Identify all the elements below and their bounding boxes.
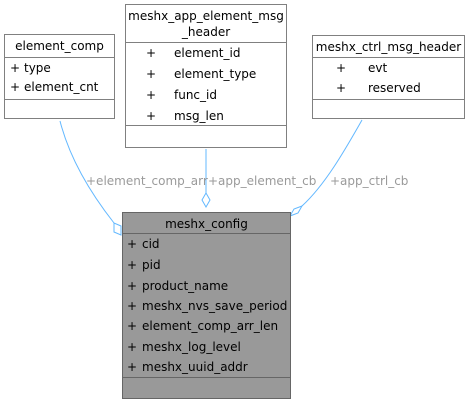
member-visibility: + [127, 258, 137, 272]
member-visibility: + [127, 279, 137, 293]
class-title: meshx_config [165, 217, 248, 231]
member-name: evt [368, 61, 387, 75]
edge-element-comp-arr [59, 120, 115, 224]
member-name: product_name [142, 279, 228, 293]
member-visibility: + [10, 80, 20, 94]
class-element-comp[interactable]: element_comp + type + element_cnt [4, 34, 115, 119]
member-name: element_type [174, 67, 256, 81]
member-name: element_id [174, 46, 240, 60]
member-name: reserved [368, 81, 421, 95]
member-visibility: + [146, 67, 156, 81]
class-box [122, 212, 291, 399]
member-visibility: + [127, 237, 137, 251]
edge-label-app-ctrl-cb: +app_ctrl_cb [330, 174, 408, 188]
class-meshx-ctrl-msg-header[interactable]: meshx_ctrl_msg_header + evt + reserved [312, 35, 465, 119]
member-name: element_comp_arr_len [142, 319, 278, 333]
class-title: meshx_ctrl_msg_header [316, 40, 462, 54]
member-visibility: + [146, 109, 156, 123]
aggregation-diamond [288, 205, 304, 217]
class-meshx-config[interactable]: meshx_config + cid + pid + product_name … [122, 212, 291, 399]
edge-label-app-element-cb: +app_element_cb [208, 174, 316, 188]
class-meshx-app-element-msg-header[interactable]: meshx_app_element_msg _header + element_… [125, 4, 287, 148]
member-visibility: + [146, 46, 156, 60]
member-name: pid [142, 258, 161, 272]
member-name: element_cnt [24, 80, 99, 94]
member-name: msg_len [174, 109, 224, 123]
edge-app-ctrl-cb [301, 119, 363, 207]
member-visibility: + [336, 81, 346, 95]
member-visibility: + [127, 340, 137, 354]
class-title-line-1: meshx_app_element_msg [128, 9, 284, 23]
aggregation-diamond [201, 191, 211, 209]
class-box [312, 35, 465, 119]
member-visibility: + [127, 319, 137, 333]
member-name: type [24, 61, 51, 75]
edge-label-element-comp-arr: +element_comp_arr [86, 174, 208, 188]
member-visibility: + [336, 61, 346, 75]
member-name: meshx_nvs_save_period [142, 299, 287, 313]
member-visibility: + [10, 61, 20, 75]
member-name: cid [142, 237, 160, 251]
class-title: element_comp [15, 39, 104, 53]
class-box [125, 4, 287, 148]
member-visibility: + [127, 360, 137, 374]
member-visibility: + [146, 88, 156, 102]
class-title-line-2: _header [181, 25, 230, 39]
aggregation-diamond [113, 222, 122, 236]
member-name: func_id [174, 88, 217, 102]
member-visibility: + [127, 299, 137, 313]
member-name: meshx_uuid_addr [142, 360, 248, 374]
class-box [4, 34, 115, 119]
member-name: meshx_log_level [142, 340, 241, 354]
